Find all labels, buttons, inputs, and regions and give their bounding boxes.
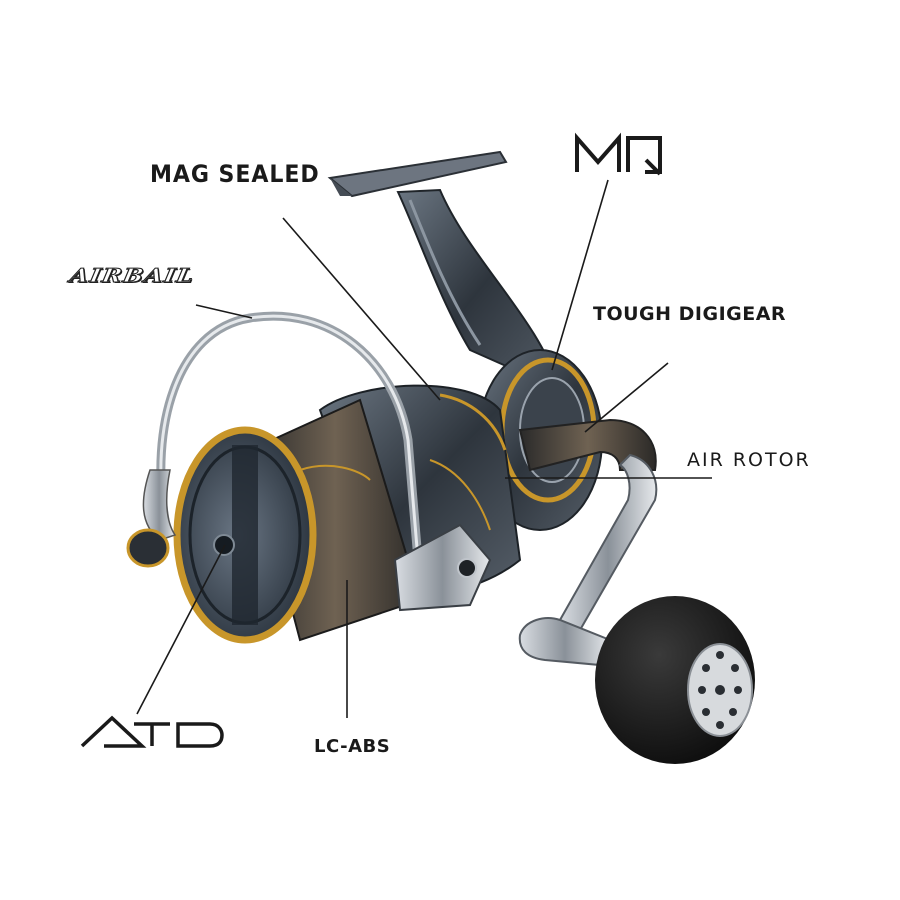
- handle-knob: [595, 596, 755, 764]
- leader-mag-sealed: [282, 217, 441, 401]
- label-airbail: AIRBAIL: [68, 264, 197, 287]
- reel-handle: [518, 418, 658, 667]
- leader-lines: [136, 179, 712, 718]
- atd-logo: [80, 715, 224, 748]
- leader-tough-digigear: [584, 362, 669, 433]
- bail-arm: [393, 523, 492, 612]
- mq-logo: [575, 132, 662, 176]
- label-tough-digigear: TOUGH DIGIGEAR: [593, 303, 787, 325]
- label-mag-sealed: MAG SEALED: [150, 160, 320, 188]
- leader-airbail: [195, 304, 253, 319]
- label-air-rotor: AIR ROTOR: [687, 449, 811, 471]
- label-lc-abs: LC-ABS: [314, 736, 391, 757]
- leader-mq: [551, 179, 609, 371]
- leader-atd: [136, 544, 226, 715]
- spool-face: [173, 426, 317, 644]
